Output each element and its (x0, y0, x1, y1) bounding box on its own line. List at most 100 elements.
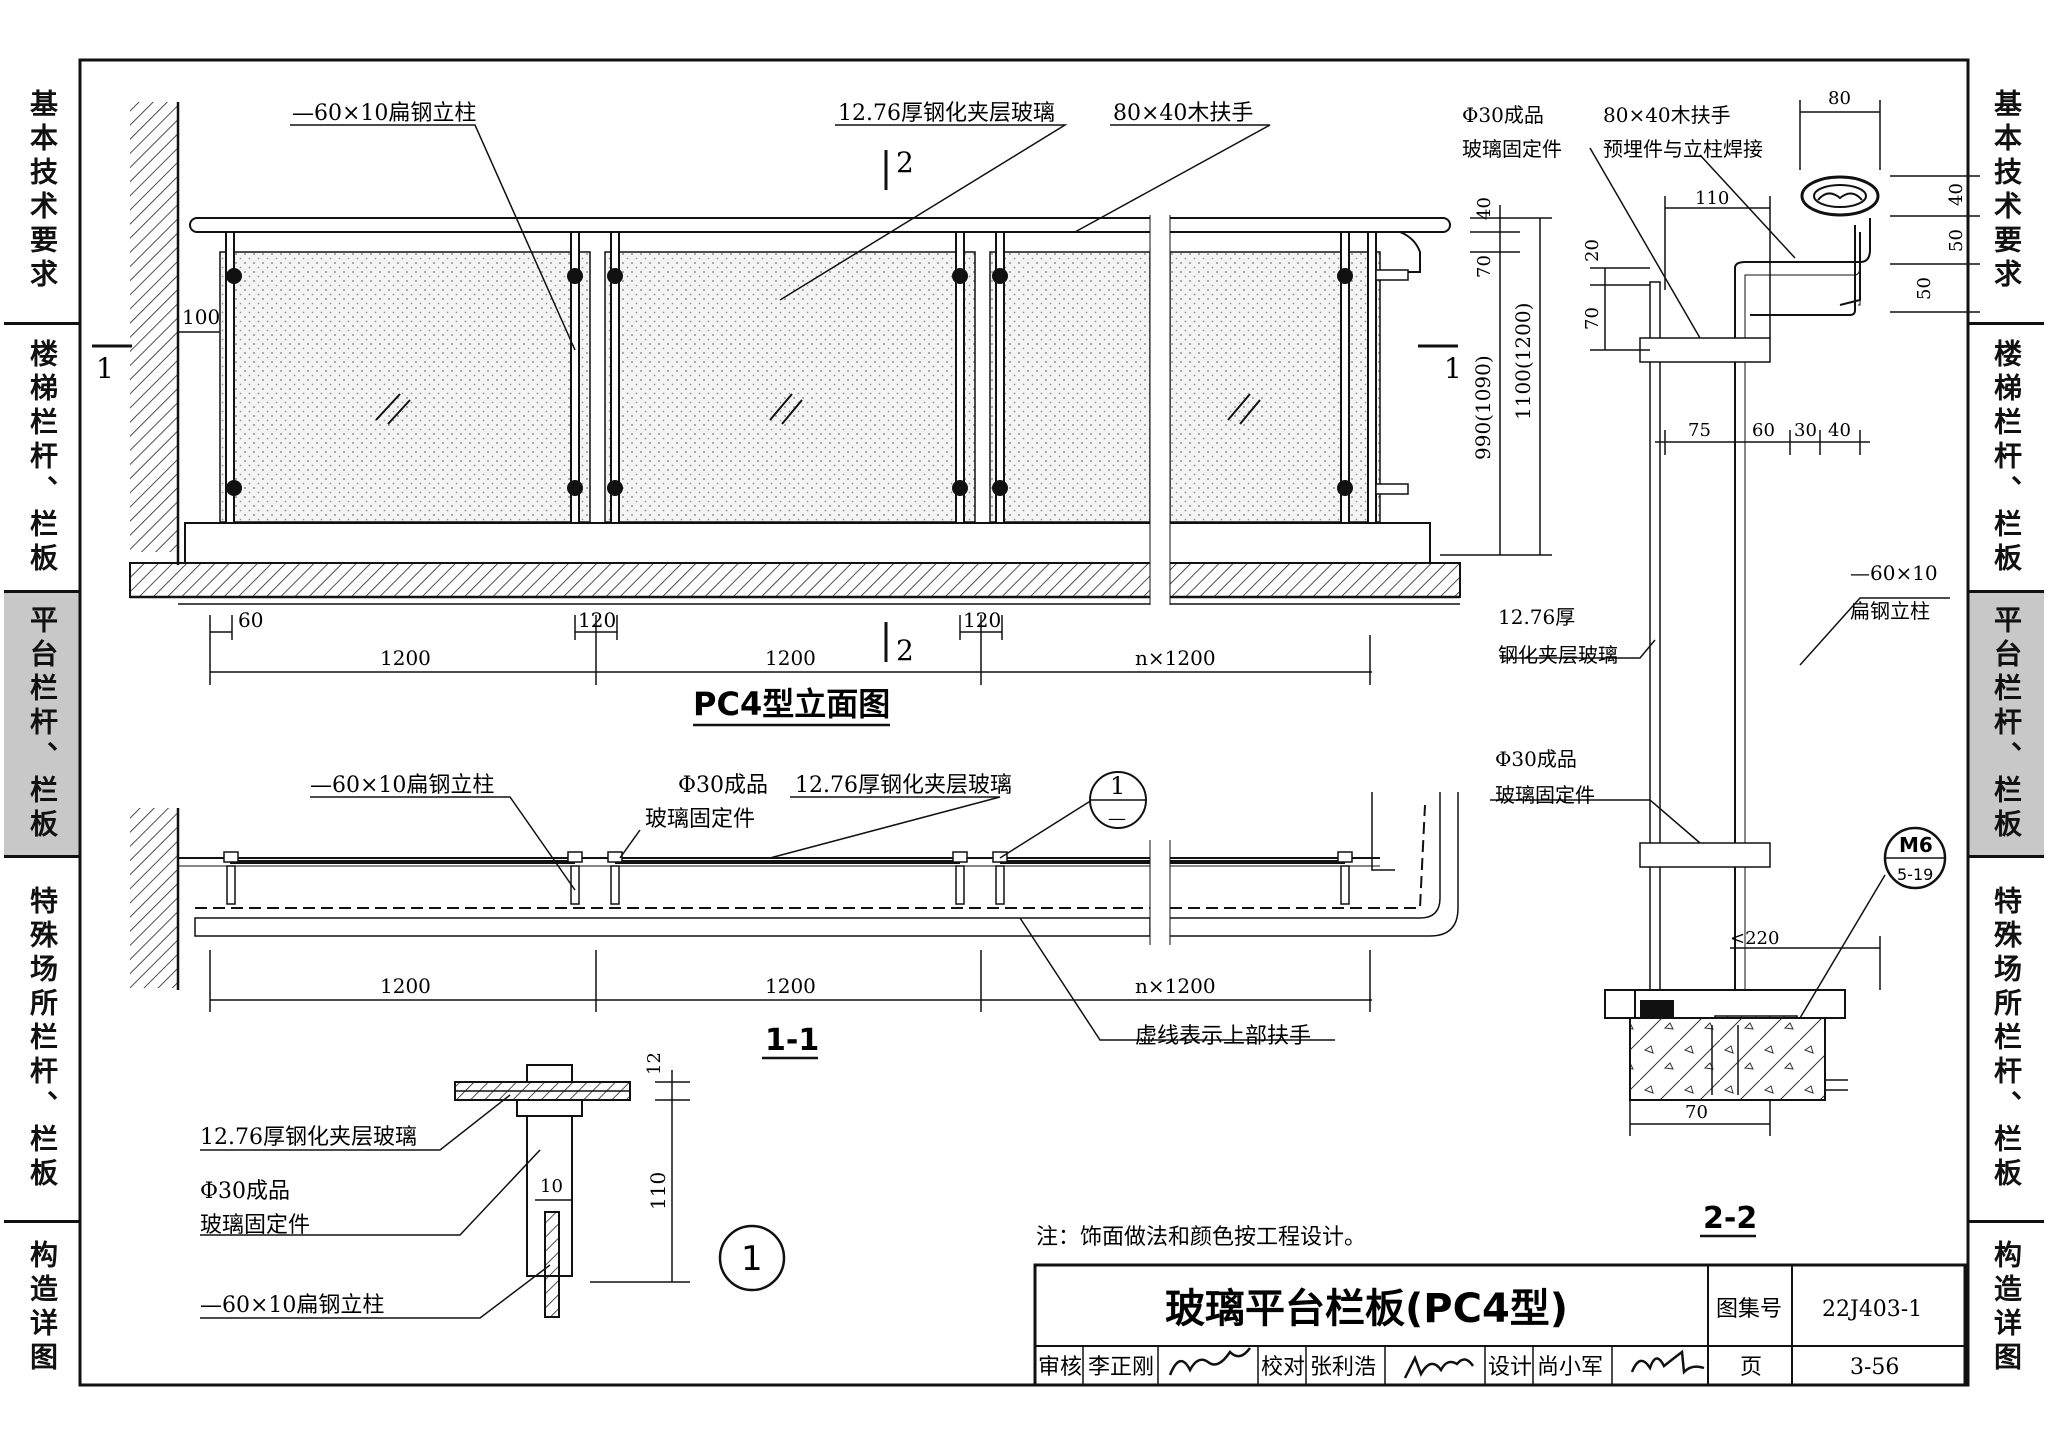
side-tab-label: 楼梯栏杆、栏板 (1990, 338, 2023, 577)
detail1-label-post: —60×10扁钢立柱 (200, 1293, 384, 1318)
section-mark-1-left: 1 (96, 352, 114, 385)
side-tab-stair[interactable]: 楼梯栏杆、栏板 (4, 325, 80, 593)
s22-dim-30: 30 (1794, 420, 1817, 441)
plan-detail-mark: 1 (1110, 772, 1125, 800)
title-block (1033, 1263, 1967, 1387)
s22-dim-75: 75 (1688, 420, 1711, 441)
side-tab-special[interactable]: 特殊场所栏杆、栏板 (4, 858, 80, 1223)
side-tab-label: 构造详图 (1990, 1240, 2023, 1376)
side-tab-label: 平台栏杆、栏板 (1990, 605, 2023, 843)
glass-panel (219, 251, 591, 523)
s22-title: 2-2 (1703, 1201, 1757, 1236)
side-tab-label: 特殊场所栏杆、栏板 (1990, 886, 2023, 1192)
s22-label-handrail: 80×40木扶手 (1603, 103, 1731, 127)
s22-dim-110: 110 (1695, 188, 1729, 209)
plan-title: 1-1 (765, 1023, 819, 1058)
section-mark-2-bottom: 2 (896, 634, 914, 667)
s22-ref-bottom: 5-19 (1897, 865, 1933, 884)
detail1-dim-12: 12 (644, 1052, 665, 1075)
steel-post (995, 231, 1005, 524)
side-tab-details[interactable]: 构造详图 (1968, 1223, 2044, 1393)
curb (184, 522, 1431, 564)
s22-dim-40: 40 (1946, 183, 1967, 206)
s22-dim-70a: 70 (1582, 307, 1603, 330)
handrail-elevation (189, 217, 1451, 233)
plan-label-fixture-1: Φ30成品 (678, 773, 768, 798)
height-1100: 1100(1200) (1511, 303, 1535, 420)
span-n: n×1200 (1135, 646, 1216, 670)
s22-label-glass-2: 钢化夹层玻璃 (1498, 643, 1618, 667)
plan-label-glass: 12.76厚钢化夹层玻璃 (795, 773, 1012, 798)
s22-label-fixture2-2: 玻璃固定件 (1495, 783, 1595, 807)
review-label: 审核 (1038, 1355, 1082, 1380)
plan-view: —60×10扁钢立柱 Φ30成品 玻璃固定件 12.76厚钢化夹层玻璃 1 — … (130, 771, 1459, 1060)
page-label: 页 (1740, 1355, 1762, 1380)
dim-70: 70 (1474, 255, 1495, 278)
break-gap (1150, 205, 1170, 605)
side-tab-platform[interactable]: 平台栏杆、栏板 (1968, 593, 2044, 858)
s22-dim-50a: 50 (1946, 229, 1967, 252)
plan-note-dashed: 虚线表示上部扶手 (1135, 1024, 1311, 1049)
check-label: 校对 (1261, 1355, 1305, 1380)
steel-post (570, 231, 580, 524)
plan-detail-sheet: — (1108, 808, 1126, 829)
side-tab-basic[interactable]: 基本技术要求 (1968, 60, 2044, 325)
detail1-label-fixture-2: 玻璃固定件 (200, 1213, 310, 1238)
steel-post (225, 231, 235, 524)
plan-span-2: 1200 (765, 974, 816, 998)
s22-dim-50b: 50 (1914, 277, 1935, 300)
elevation-label-post: —60×10扁钢立柱 (292, 101, 476, 126)
s22-label-fixture-2: 玻璃固定件 (1462, 137, 1562, 161)
title-block-title: 玻璃平台栏板(PC4型) (1165, 1286, 1568, 1332)
side-tab-label: 平台栏杆、栏板 (26, 605, 59, 843)
plan-span-1: 1200 (380, 974, 431, 998)
s22-label-post-2: 扁钢立柱 (1850, 599, 1930, 623)
plan-span-n: n×1200 (1135, 974, 1216, 998)
steel-post (1340, 231, 1350, 524)
detail1-mark-circle (718, 1224, 786, 1292)
steel-post (955, 231, 965, 524)
s22-label-fixture-1: Φ30成品 (1462, 103, 1544, 127)
detail1-dim-110: 110 (646, 1172, 670, 1210)
section-mark-1-right: 1 (1444, 352, 1462, 385)
signatures (1168, 1347, 1705, 1379)
side-tab-basic[interactable]: 基本技术要求 (4, 60, 80, 325)
page-number: 3-56 (1850, 1355, 1899, 1380)
side-tab-stair[interactable]: 楼梯栏杆、栏板 (1968, 325, 2044, 593)
s22-label-glass-1: 12.76厚 (1498, 605, 1575, 629)
reviewer-name: 李正刚 (1088, 1355, 1154, 1380)
section-mark-2-top: 2 (896, 146, 914, 179)
elevation-label-handrail: 80×40木扶手 (1113, 101, 1253, 126)
span-2: 1200 (765, 646, 816, 670)
dim-40: 40 (1474, 197, 1495, 220)
design-label: 设计 (1488, 1355, 1532, 1380)
atlas-number: 22J403-1 (1822, 1297, 1922, 1322)
wall-hatch (130, 102, 178, 552)
s22-dim-80: 80 (1828, 88, 1851, 109)
s22-dim-60: 60 (1752, 420, 1775, 441)
side-nav-right: 基本技术要求 楼梯栏杆、栏板 平台栏杆、栏板 特殊场所栏杆、栏板 构造详图 (1968, 60, 2044, 1393)
dim-100: 100 (182, 305, 220, 329)
detail-1-view: 12.76厚钢化夹层玻璃 Φ30成品 玻璃固定件 —60×10扁钢立柱 12 1… (200, 1052, 786, 1319)
s22-dim-20: 20 (1582, 239, 1603, 262)
floor-slab (129, 562, 1461, 598)
steel-post (1367, 231, 1377, 524)
side-tab-label: 基本技术要求 (1990, 89, 2023, 293)
side-tab-details[interactable]: 构造详图 (4, 1223, 80, 1393)
height-990: 990(1090) (1471, 355, 1495, 460)
s22-dim-220: <220 (1730, 928, 1779, 949)
plan-label-fixture-2: 玻璃固定件 (645, 807, 755, 832)
s22-label-post-1: —60×10 (1850, 561, 1938, 585)
side-tab-special[interactable]: 特殊场所栏杆、栏板 (1968, 858, 2044, 1223)
atlas-label: 图集号 (1716, 1297, 1782, 1322)
glass-panel (604, 251, 976, 523)
glass-panel (989, 251, 1151, 523)
side-tab-platform[interactable]: 平台栏杆、栏板 (4, 593, 80, 858)
dim-120-a: 120 (578, 608, 616, 632)
side-tab-label: 构造详图 (26, 1240, 59, 1376)
side-tab-label: 特殊场所栏杆、栏板 (26, 886, 59, 1192)
elevation-view: 1 1 2 2 —60×10扁钢立柱 12.76厚钢化夹层玻璃 80×40木扶手… (92, 101, 1552, 727)
side-tab-label: 基本技术要求 (26, 89, 59, 293)
s22-dim-40b: 40 (1828, 420, 1851, 441)
